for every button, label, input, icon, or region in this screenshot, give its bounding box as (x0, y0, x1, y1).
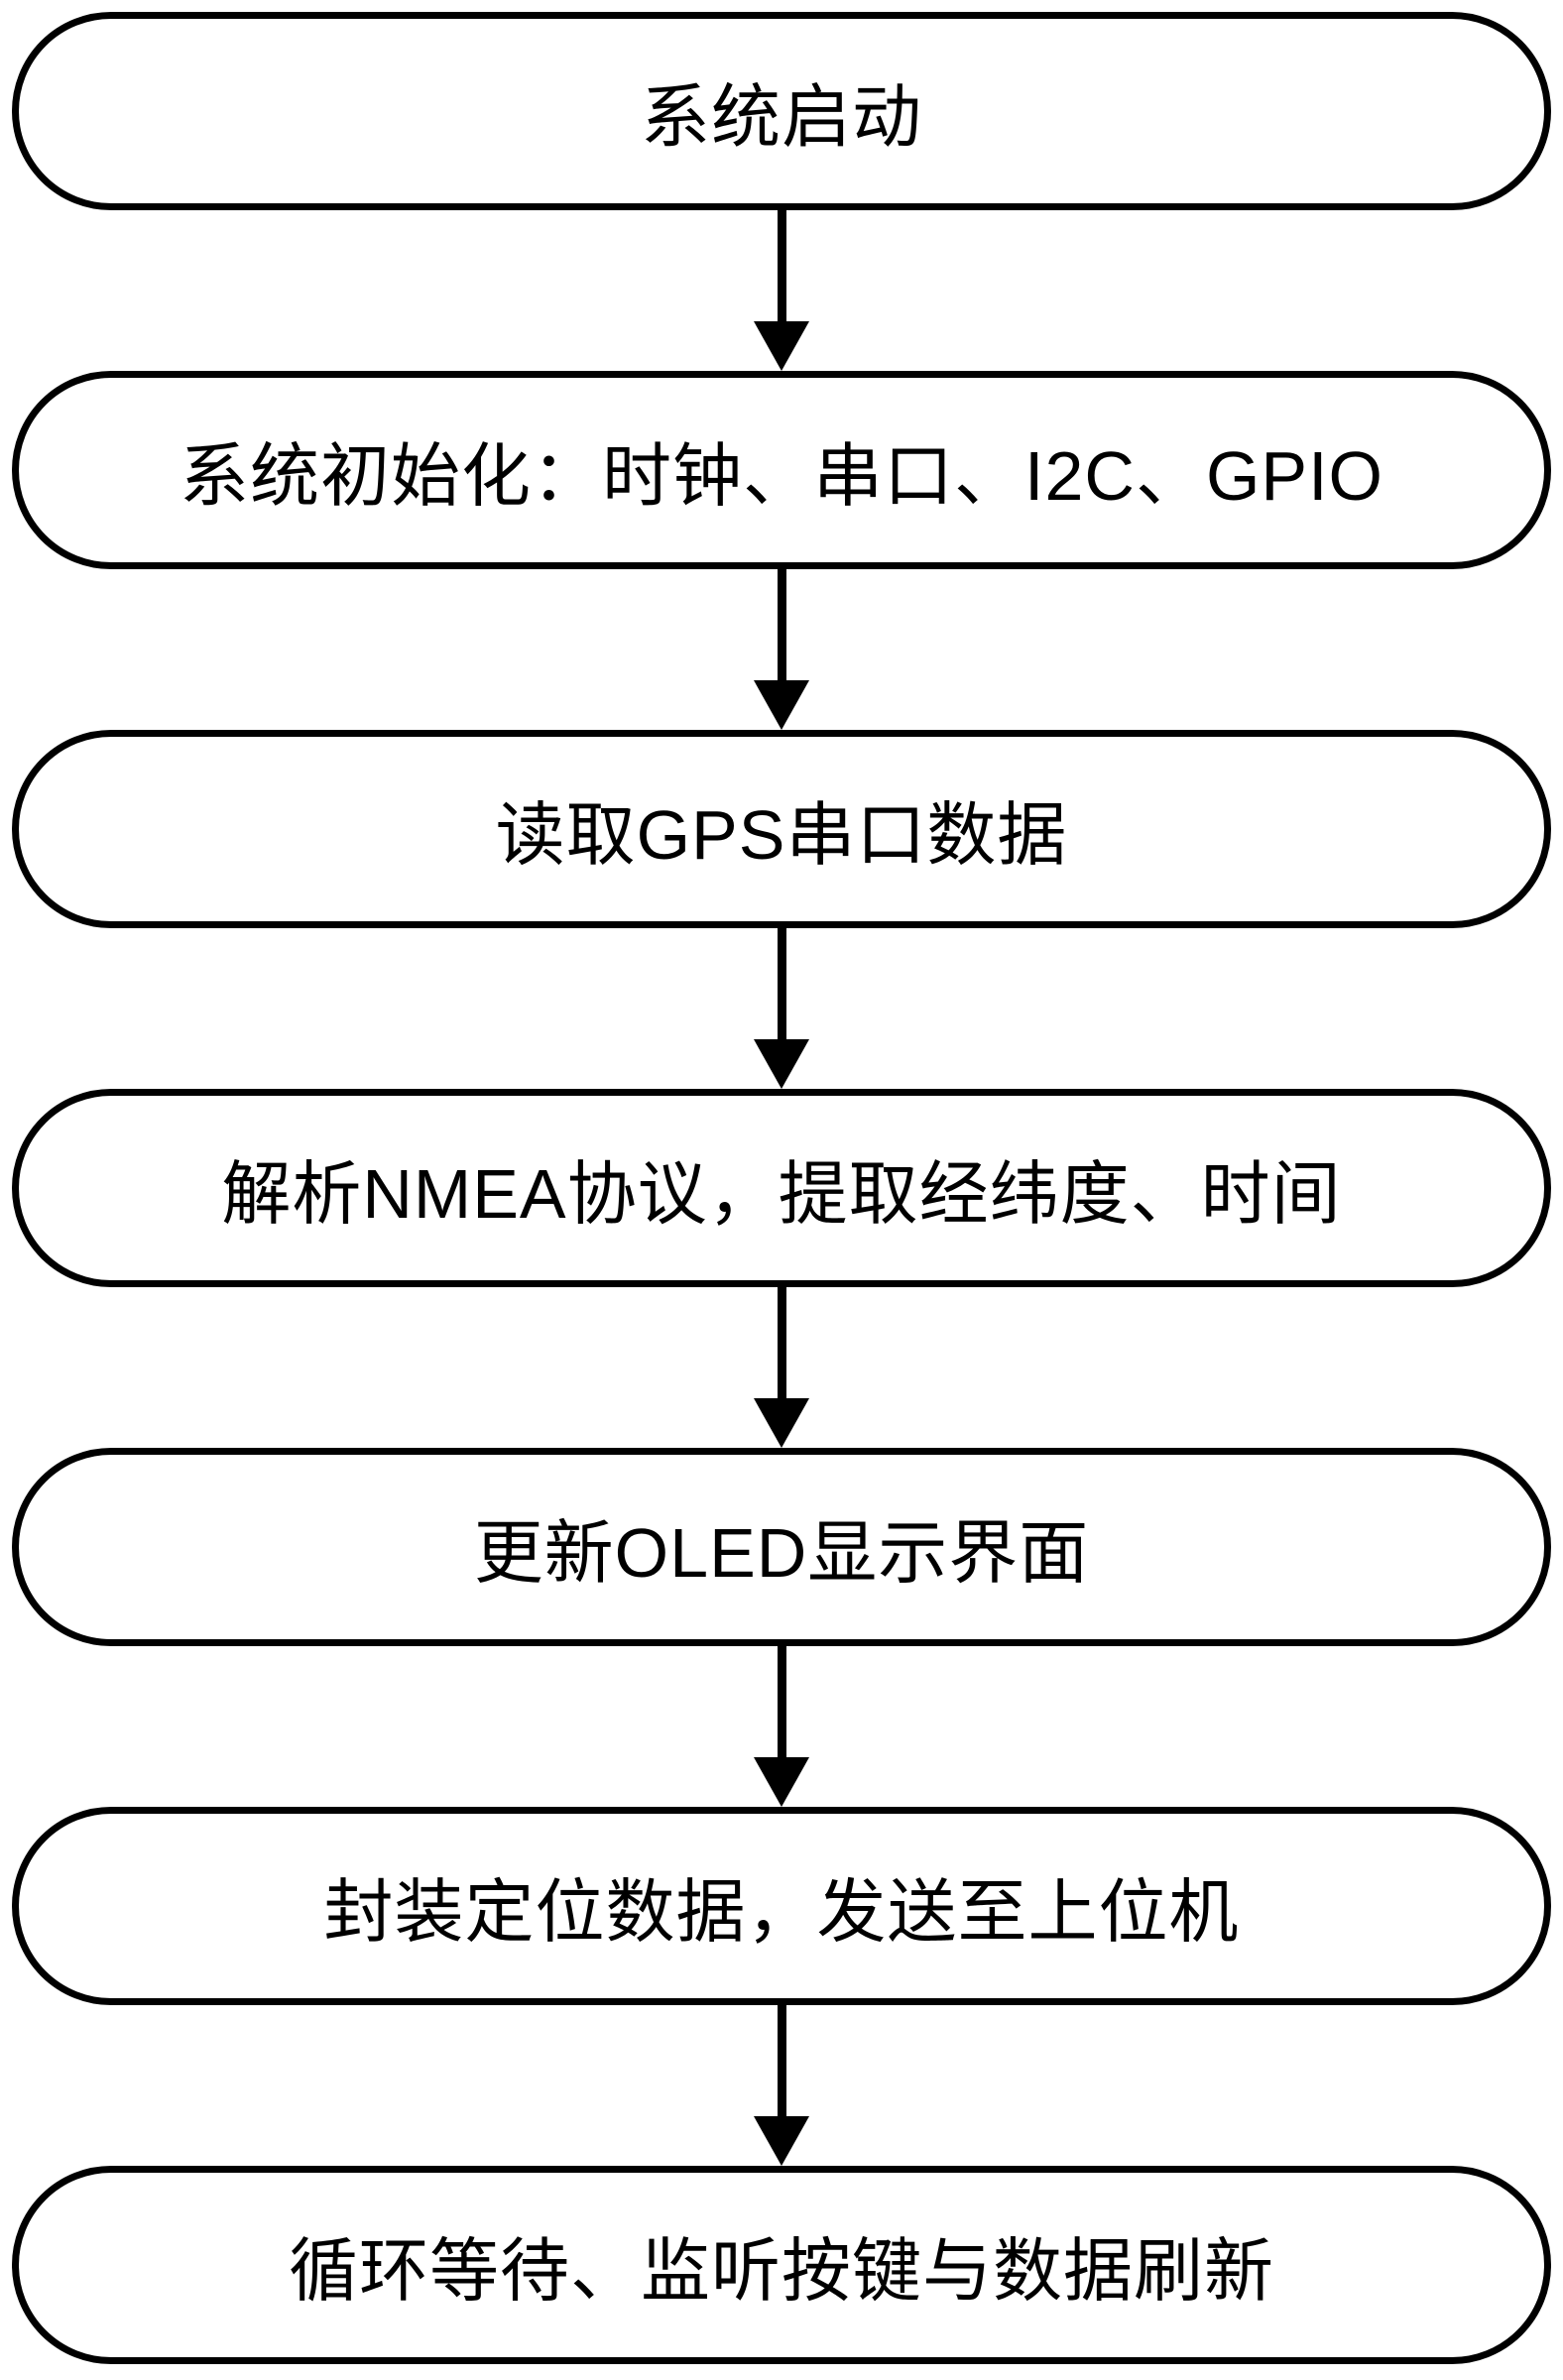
arrow-down-icon (754, 321, 809, 371)
flow-arrow (0, 928, 1563, 1089)
flow-arrow (0, 2005, 1563, 2166)
flow-node-label: 封装定位数据，发送至上位机 (323, 1872, 1240, 1951)
flow-node-label: 循环等待、监听按键与数据刷新 (289, 2231, 1274, 2310)
arrow-stem (777, 569, 786, 680)
arrow-down-icon (754, 1757, 809, 1807)
flow-node-loop-wait: 循环等待、监听按键与数据刷新 (12, 2166, 1551, 2364)
flow-arrow (0, 1646, 1563, 1807)
flow-node-send-data: 封装定位数据，发送至上位机 (12, 1807, 1551, 2005)
flow-node-system-init: 系统初始化：时钟、串口、I2C、GPIO (12, 371, 1551, 569)
arrow-stem (777, 928, 786, 1039)
arrow-stem (777, 210, 786, 321)
arrow-stem (777, 2005, 786, 2116)
flow-node-parse-nmea: 解析NMEA协议，提取经纬度、时间 (12, 1089, 1551, 1287)
flow-node-system-start: 系统启动 (12, 12, 1551, 210)
flow-arrow (0, 569, 1563, 730)
arrow-stem (777, 1646, 786, 1757)
arrow-down-icon (754, 1039, 809, 1089)
arrow-stem (777, 1287, 786, 1398)
flow-node-label: 更新OLED显示界面 (473, 1513, 1090, 1592)
flow-node-label: 读取GPS串口数据 (495, 795, 1068, 874)
flow-node-label: 系统启动 (641, 77, 922, 156)
flow-node-update-oled: 更新OLED显示界面 (12, 1448, 1551, 1646)
flow-node-label: 系统初始化：时钟、串口、I2C、GPIO (180, 436, 1383, 515)
flow-arrow (0, 1287, 1563, 1448)
arrow-down-icon (754, 680, 809, 730)
arrow-down-icon (754, 2116, 809, 2166)
flow-node-label: 解析NMEA协议，提取经纬度、时间 (221, 1154, 1342, 1233)
flow-node-read-gps: 读取GPS串口数据 (12, 730, 1551, 928)
arrow-down-icon (754, 1398, 809, 1448)
flow-arrow (0, 210, 1563, 371)
